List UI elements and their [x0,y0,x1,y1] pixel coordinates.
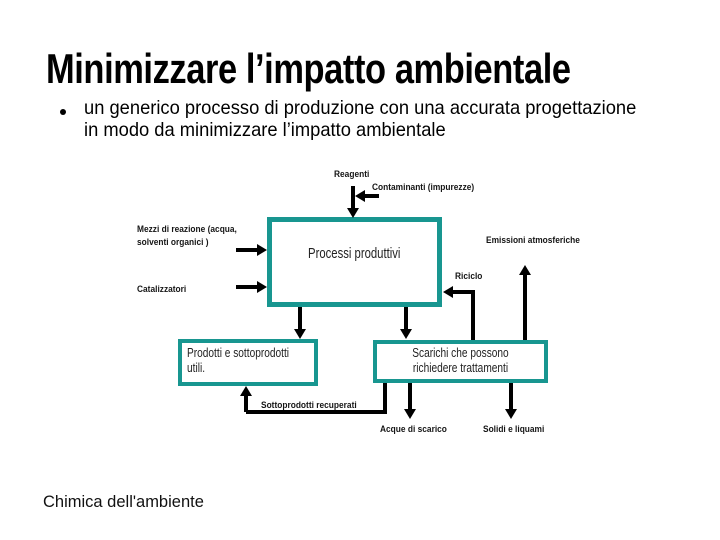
label-mezzi-di-reazione: Mezzi di reazione (acqua, solventi organ… [137,223,237,249]
process-box: Processi produttivi [267,217,442,307]
arrow-acque-head-icon [404,409,416,419]
arrow-solidi-line [509,383,513,410]
label-catalizzatori: Catalizzatori [137,284,187,295]
arrow-recuperati-vline-right [383,383,387,414]
bullet-text-line2: in modo da minimizzare l’impatto ambient… [84,118,446,141]
bullet-marker-icon [60,109,66,115]
arrow-to-waste-head-icon [400,329,412,339]
label-riciclo: Riciclo [455,271,483,282]
arrow-reagenti-head-icon [347,208,359,218]
arrow-contaminanti-line [365,194,379,198]
arrow-riciclo-vline [471,290,475,340]
label-acque-di-scarico: Acque di scarico [380,424,447,435]
products-box-line2: utili. [187,360,206,375]
arrow-solidi-head-icon [505,409,517,419]
label-mezzi-line2: solventi organici ) [137,237,209,248]
label-reagenti: Reagenti [334,169,370,180]
products-box: Prodotti e sottoprodotti utili. [178,339,318,386]
arrow-recuperati-hline [246,410,387,414]
products-box-line1: Prodotti e sottoprodotti [187,345,290,360]
waste-box-line1: Scarichi che possono [412,345,509,360]
arrow-recuperati-head-icon [240,386,252,396]
label-contaminanti: Contaminanti (impurezze) [372,182,475,193]
arrow-to-products-head-icon [294,329,306,339]
arrow-to-products-line [298,307,302,330]
waste-box-line2: richiedere trattamenti [412,359,509,375]
arrow-mezzi-head-icon [257,244,267,256]
label-solidi-e-liquami: Solidi e liquami [483,424,545,435]
arrow-emissioni-line [523,274,527,340]
label-sottoprodotti-recuperati: Sottoprodotti recuperati [261,400,357,411]
arrow-reagenti-line [351,186,355,210]
arrow-recuperati-vline-left [244,395,248,412]
arrow-to-waste-line [404,307,408,330]
bullet-text: un generico processo di produzione con u… [84,97,704,141]
process-box-label: Processi produttivi [308,246,401,262]
arrow-riciclo-head-icon [443,286,453,298]
footer-text: Chimica dell'ambiente [43,493,204,511]
bullet-text-line1: un generico processo di produzione con u… [84,97,637,119]
label-mezzi-line1: Mezzi di reazione (acqua, [137,224,237,235]
arrow-mezzi-line [236,248,258,252]
waste-box: Scarichi che possono richiedere trattame… [373,340,548,383]
label-emissioni-atmosferiche: Emissioni atmosferiche [486,235,580,246]
arrow-contaminanti-head-icon [355,190,365,202]
arrow-acque-line [408,383,412,410]
slide-title: Minimizzare l’impatto ambientale [46,45,571,92]
arrow-emissioni-head-icon [519,265,531,275]
arrow-riciclo-hline [452,290,473,294]
arrow-catalizzatori-head-icon [257,281,267,293]
arrow-catalizzatori-line [236,285,258,289]
